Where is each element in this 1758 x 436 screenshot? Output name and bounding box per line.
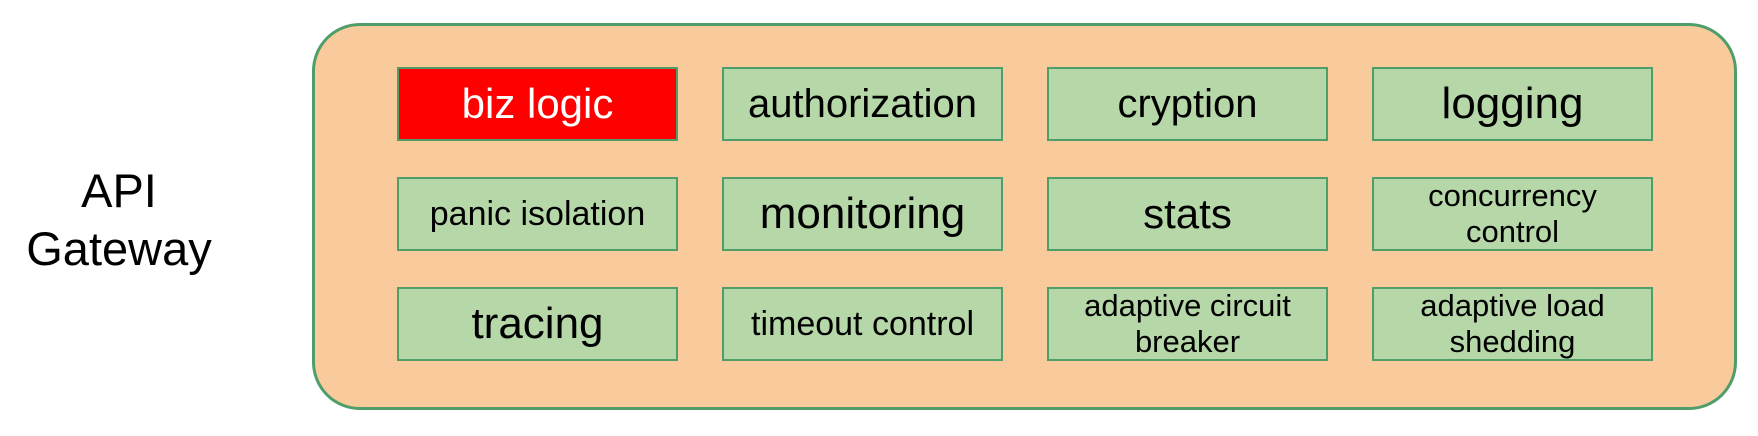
- module-box-adaptive-load-shedding: adaptive load shedding: [1372, 287, 1653, 361]
- module-box-stats: stats: [1047, 177, 1328, 251]
- module-box-authorization: authorization: [722, 67, 1003, 141]
- module-box-timeout-control: timeout control: [722, 287, 1003, 361]
- module-box-biz-logic: biz logic: [397, 67, 678, 141]
- module-box-monitoring: monitoring: [722, 177, 1003, 251]
- modules-grid: biz logic authorization cryption logging…: [315, 26, 1734, 407]
- module-box-cryption: cryption: [1047, 67, 1328, 141]
- module-box-panic-isolation: panic isolation: [397, 177, 678, 251]
- module-box-logging: logging: [1372, 67, 1653, 141]
- module-box-adaptive-circuit-breaker: adaptive circuit breaker: [1047, 287, 1328, 361]
- module-box-concurrency-control: concurrency control: [1372, 177, 1653, 251]
- api-gateway-label: API Gateway: [26, 164, 212, 276]
- module-box-tracing: tracing: [397, 287, 678, 361]
- api-gateway-container: biz logic authorization cryption logging…: [312, 23, 1737, 410]
